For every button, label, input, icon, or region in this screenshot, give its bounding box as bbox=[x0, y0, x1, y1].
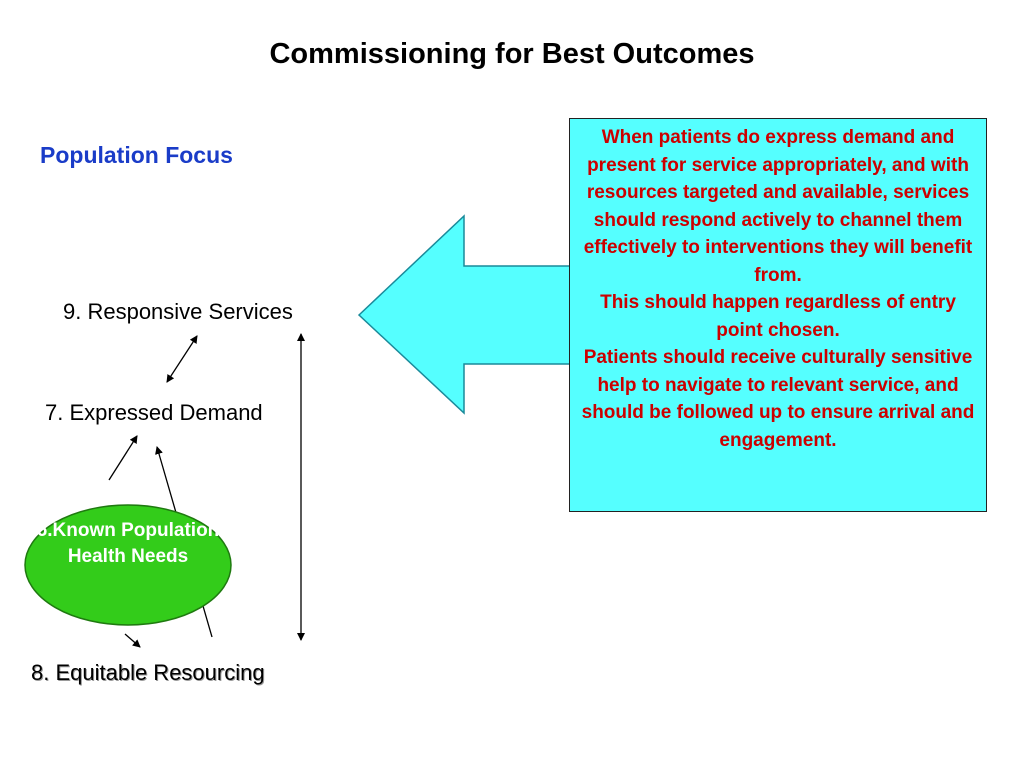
left-block-arrow bbox=[357, 214, 571, 415]
arrow-6-to-7 bbox=[108, 435, 138, 481]
node-known-needs-label: 6.Known Population Health Needs bbox=[36, 520, 220, 567]
slide-title: Commissioning for Best Outcomes bbox=[269, 38, 755, 70]
info-paragraph: This should happen regardless of entry p… bbox=[600, 292, 956, 341]
arrow-9-7-double bbox=[166, 335, 198, 383]
info-paragraph: When patients do express demand and pres… bbox=[583, 127, 973, 286]
node-responsive-services: 9. Responsive Services bbox=[63, 299, 293, 324]
arrow-6-to-8 bbox=[124, 633, 141, 648]
info-box: When patients do express demand and pres… bbox=[569, 118, 987, 512]
node-equitable-resourcing: 8. Equitable Resourcing bbox=[31, 660, 265, 685]
node-expressed-demand: 7. Expressed Demand bbox=[45, 400, 263, 425]
slide-subtitle: Population Focus bbox=[40, 142, 233, 168]
known-needs-ellipse bbox=[24, 504, 232, 626]
info-paragraph: Patients should receive culturally sensi… bbox=[581, 347, 975, 451]
